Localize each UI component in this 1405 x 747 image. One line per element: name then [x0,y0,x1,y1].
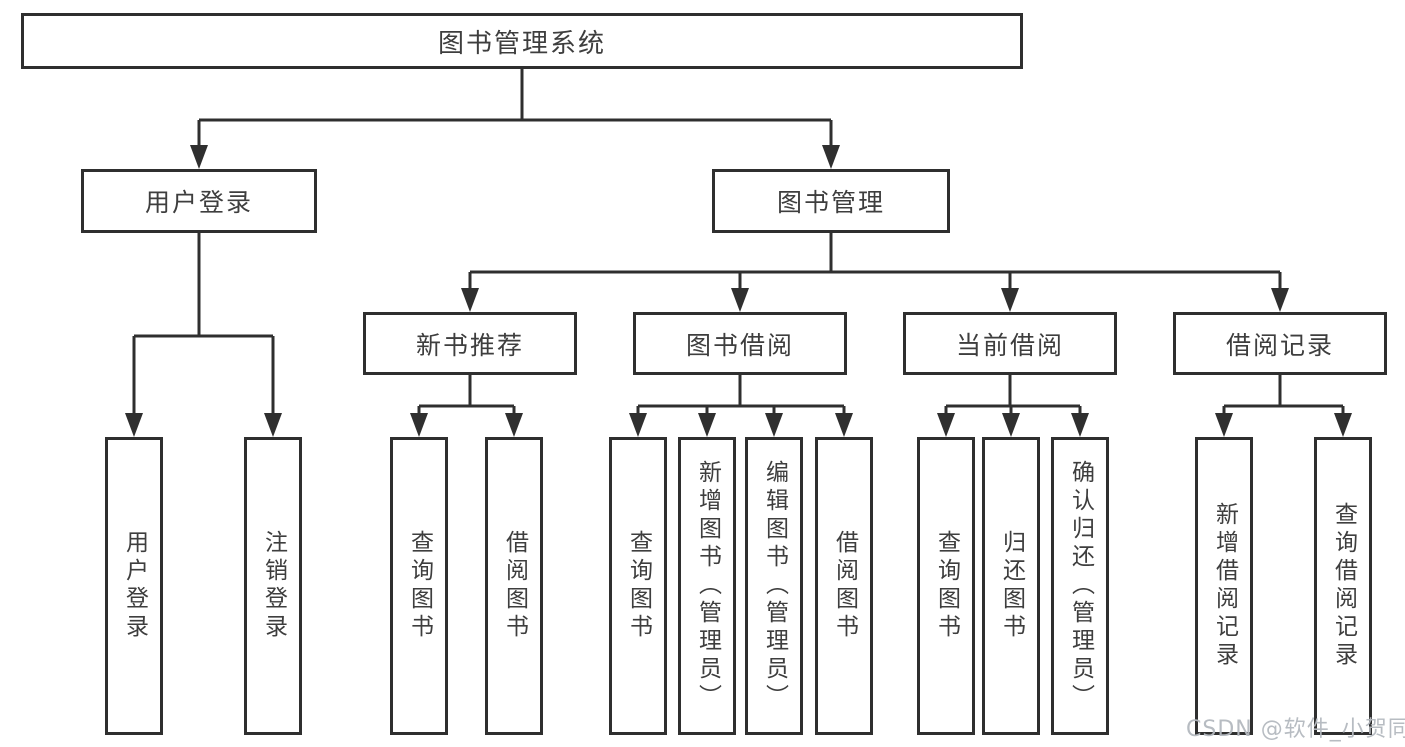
node-user-login: 用户登录 [81,169,317,233]
node-book-management: 图书管理 [712,169,950,233]
watermark: CSDN @软件_小贺同学 [1186,717,1405,742]
arrowhead-icon [461,288,479,312]
node-new-book-recommend: 新书推荐 [363,312,577,375]
arrowhead-icon [1001,288,1019,312]
arrowhead-icon [835,413,853,437]
leaf-label: 新增图书（管理员） [694,460,721,712]
arrowhead-icon [505,413,523,437]
arrowhead-icon [937,413,955,437]
arrowhead-icon [1071,413,1089,437]
arrowhead-icon [629,413,647,437]
leaf-query-books-borrow: 查询图书 [609,437,667,735]
arrowhead-icon [698,413,716,437]
leaf-label: 查询图书 [625,530,652,642]
arrowhead-icon [731,288,749,312]
arrowhead-icon [1002,413,1020,437]
leaf-label: 确认归还（管理员） [1067,460,1094,712]
arrowhead-icon [125,413,143,437]
leaf-add-borrow-record: 新增借阅记录 [1195,437,1253,735]
node-borrow-records: 借阅记录 [1173,312,1387,375]
arrowhead-icon [1271,288,1289,312]
node-root: 图书管理系统 [21,13,1023,69]
leaf-query-borrow-record: 查询借阅记录 [1314,437,1372,735]
leaf-label: 注销登录 [260,530,287,642]
leaf-label: 借阅图书 [501,530,528,642]
arrowhead-icon [410,413,428,437]
leaf-edit-book-admin: 编辑图书（管理员） [745,437,803,735]
leaf-logout: 注销登录 [244,437,302,735]
arrowheads [125,145,1352,437]
leaf-label: 新增借阅记录 [1211,502,1238,670]
leaf-borrow-books: 借阅图书 [815,437,873,735]
node-book-borrow: 图书借阅 [633,312,847,375]
arrowhead-icon [264,413,282,437]
leaf-label: 编辑图书（管理员） [761,460,788,712]
leaf-label: 用户登录 [121,530,148,642]
leaf-borrow-books-recommend: 借阅图书 [485,437,543,735]
arrowhead-icon [190,145,208,169]
node-current-borrow: 当前借阅 [903,312,1117,375]
arrowhead-icon [765,413,783,437]
connector-path [132,69,1345,415]
leaf-label: 借阅图书 [831,530,858,642]
leaf-label: 查询图书 [933,530,960,642]
leaf-query-books-recommend: 查询图书 [390,437,448,735]
leaf-user-login: 用户登录 [105,437,163,735]
leaf-query-books-current: 查询图书 [917,437,975,735]
leaf-add-book-admin: 新增图书（管理员） [678,437,736,735]
arrowhead-icon [1215,413,1233,437]
leaf-return-book: 归还图书 [982,437,1040,735]
leaf-confirm-return-admin: 确认归还（管理员） [1051,437,1109,735]
arrowhead-icon [1334,413,1352,437]
leaf-label: 归还图书 [998,530,1025,642]
arrowhead-icon [822,145,840,169]
leaf-label: 查询图书 [406,530,433,642]
leaf-label: 查询借阅记录 [1330,502,1357,670]
